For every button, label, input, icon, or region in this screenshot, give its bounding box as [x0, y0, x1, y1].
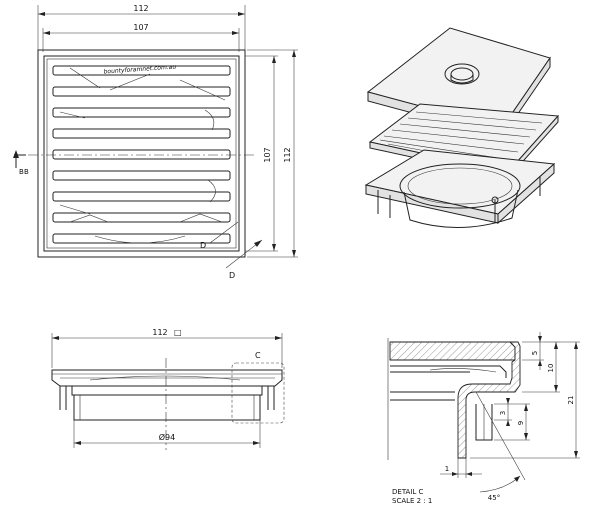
section-marker-b-label: B	[19, 168, 24, 176]
detail-c-caption: DETAIL C	[392, 488, 424, 496]
dim-21: 21	[470, 341, 580, 459]
dim-5-label: 5	[531, 351, 539, 355]
hidden-bowl	[59, 67, 226, 244]
detail-cover-section	[389, 341, 516, 361]
base-tray	[364, 149, 556, 229]
detail-d-outer-label: D	[229, 271, 235, 280]
isometric-exploded-view	[364, 27, 560, 229]
dim-inner-width-label: 107	[133, 23, 148, 32]
dim-1-label: 1	[445, 465, 449, 473]
dim-outer-width: 112	[37, 4, 246, 50]
dim-10: 10	[522, 341, 560, 393]
dim-9: 9	[494, 403, 530, 441]
dim-inner-width: 107	[42, 23, 240, 52]
dim-diameter: Ø94	[73, 420, 261, 448]
dim-side-width-label: 112	[152, 328, 167, 337]
dim-1: 1	[440, 458, 482, 478]
square-symbol: □	[174, 328, 182, 337]
detail-marker-c: C	[231, 351, 285, 424]
top-view: 112 107	[13, 4, 298, 280]
dim-outer-height: 112	[247, 49, 298, 258]
section-marker-b-label-2: B	[24, 168, 29, 176]
detail-marker-d: D D	[200, 221, 263, 280]
dim-outer-height-label: 112	[283, 147, 292, 162]
dim-3: 3	[494, 398, 512, 426]
dim-outer-width-label: 112	[133, 4, 148, 13]
dim-inner-height-label: 107	[263, 147, 272, 162]
detail-d-inner-label: D	[200, 241, 206, 250]
grate-frame-inner	[43, 55, 240, 252]
detail-c-scale: SCALE 2 : 1	[392, 497, 432, 505]
detail-c-label: C	[255, 351, 261, 360]
dim-side-width: 112 □	[51, 328, 283, 368]
dim-diameter-label: Ø94	[159, 432, 175, 442]
dim-angle: 45°	[475, 391, 526, 502]
side-profile-top	[51, 369, 283, 387]
grate-slots	[52, 65, 231, 244]
section-marker-b: B B	[13, 150, 29, 176]
dim-angle-label: 45°	[488, 494, 500, 502]
dim-10-label: 10	[547, 364, 555, 373]
grate-frame-outer	[37, 49, 246, 258]
dim-inner-height: 107	[245, 55, 278, 252]
side-view: 112 □ C Ø94	[51, 328, 285, 450]
dim-9-label: 9	[517, 421, 525, 425]
detail-c-view: 5 10 21 3	[387, 332, 580, 505]
dim-5: 5	[522, 332, 544, 370]
center-outlet-ring	[444, 63, 480, 85]
dim-3-label: 3	[499, 411, 507, 415]
dim-21-label: 21	[567, 396, 575, 405]
